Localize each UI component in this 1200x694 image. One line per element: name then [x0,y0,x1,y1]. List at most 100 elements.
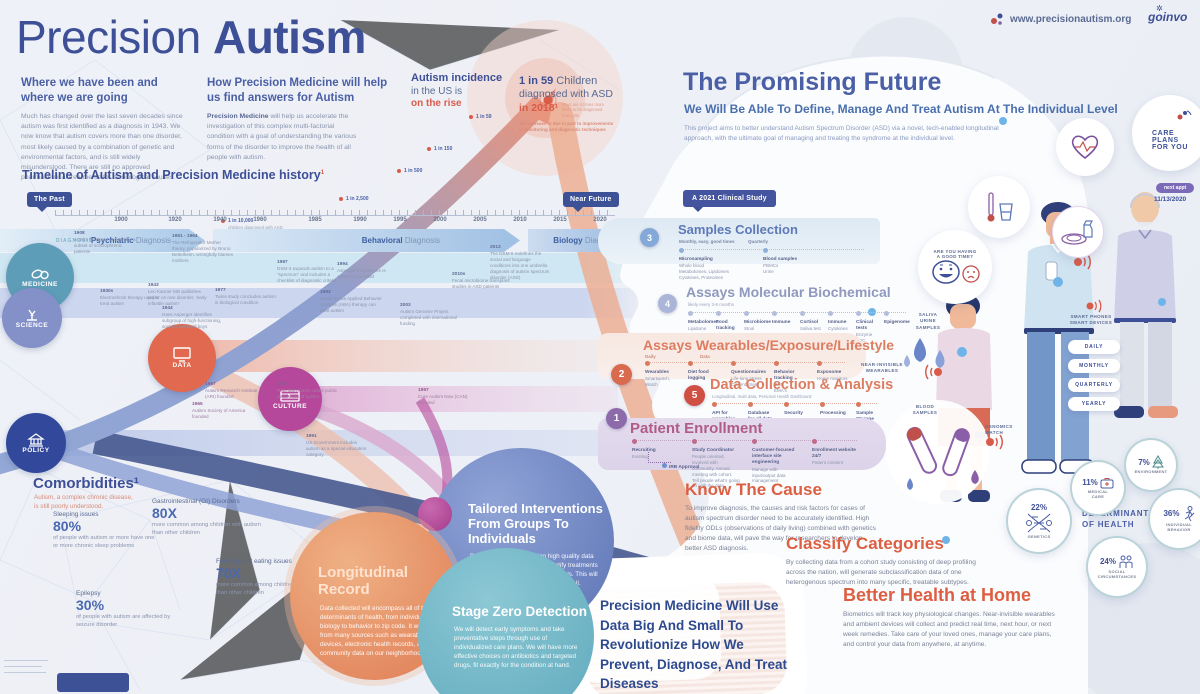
sources-box[interactable] [57,673,129,692]
axis-year: 1985 [308,217,322,223]
intro-left-body: Much has changed over the last seven dec… [21,113,183,182]
frequency-pill[interactable]: MONTHLY [1068,359,1120,373]
samples-title: Samples Collection [678,222,798,237]
stagezero-bubble: Stage Zero Detection We will detect earl… [418,548,594,694]
axis-year: 1900 [114,217,128,223]
axis-year: 2005 [473,217,487,223]
care-plans-label: CARE PLANS FOR YOU [1152,129,1188,151]
heart-monitor-circle [1056,118,1114,176]
axis-year: 2020 [593,217,607,223]
nutrition-circle [1052,206,1104,258]
axis-year: 1995 [393,217,407,223]
logo-dots-icon [991,13,1003,25]
step-5-number: 5 [684,385,705,406]
molecular-title: Assays Molecular Biochemical [686,284,891,300]
care-plans-circle: CARE PLANS FOR YOU [1132,95,1200,171]
stat-sleeping: Sleeping issues 80% of people with autis… [53,511,155,550]
step-4-number: 4 [658,294,677,313]
det-behavior: 36% INDIVIDUAL BEHAVIOR [1148,488,1200,550]
axis-year: 2000 [433,217,447,223]
study-item: Processing [820,401,847,423]
det-genetics: 22% GENETICS [1006,488,1072,554]
study-item: Diet food logging [688,360,721,394]
incidence-marker: 1 in 150 [427,146,494,153]
microscope-icon [27,309,37,321]
samples-sub2: Quarterly [748,239,769,244]
study-item: Epigenome [884,310,910,344]
frequency-pill[interactable]: DAILY [1068,340,1120,354]
watch-label: GENOMICS WATCH [985,424,1013,436]
study-item: Immune [772,310,795,344]
site-link[interactable]: www.precisionautism.org [990,12,1131,26]
wearables-label: NEAR-INVISIBLE WEARABLES [861,362,903,374]
title-bold: Autism [212,11,366,63]
salmon-ribbon [547,102,713,573]
stat-feeding: Feeding and eating issues 70X more commo… [216,558,325,597]
det-medical-care: 11% MEDICAL CARE [1070,460,1126,516]
datacoll-title: Data Collection & Analysis [710,377,894,393]
axis-year: 1990 [353,217,367,223]
goinvo-logo[interactable]: ✲ goinvo [1148,4,1188,24]
incidence-marker: 1 in 500 [397,168,464,175]
molecular-sub: likely every 3-6 months [688,302,735,307]
study-item: Customer-focused interface site engineer… [752,438,800,489]
saliva-label: SALIVA URINE SAMPLES [915,312,941,330]
incidence-marker: 1 in 59 [469,114,536,121]
goinvo-burst-icon: ✲ [1156,4,1163,13]
phase-behavioral: Behavioral Diagnosis [213,229,520,252]
medical-bag-icon [1100,477,1114,489]
category-science: SCIENCE [2,288,62,348]
step-2-number: 2 [611,364,632,385]
future-title: The Promising Future [683,68,942,96]
tree-icon [1151,455,1164,470]
page-title: Precision Autism [16,10,366,64]
connector-circle [418,497,452,531]
runner-icon [1184,505,1194,522]
mood-faces-icon [932,260,980,284]
incidence-label: Autism incidence in the US is on the ris… [411,72,503,110]
frequency-pill[interactable]: YEARLY [1068,397,1120,411]
intro-left-heading: Where we have been and where we are goin… [21,77,158,104]
future-subtitle: We Will Be Able To Define, Manage And Tr… [684,102,1118,116]
statement-text: Precision Medicine Will Use Data Big And… [600,598,788,692]
medicine-band [0,253,648,283]
title-light: Precision [16,11,213,63]
near-future-badge: Near Future [563,192,619,212]
good-time-label: ARE YOU HAVING A GOOD TIME? [933,249,977,259]
axis-year: 2015 [553,217,567,223]
frequency-pill[interactable]: QUARTERLY [1068,378,1120,392]
clinical-study-badge[interactable]: A 2021 Clinical Study [683,190,776,212]
axis-year: 2010 [513,217,527,223]
incidence-stat: 1 in 59 Children diagnosed with ASD in 2… [519,75,614,133]
incidence-marker: 1 in 2,500 [339,196,406,203]
insight-classify-categories: Classify Categories By collecting data f… [786,534,976,586]
pills-icon [31,268,49,279]
category-policy: POLICY [6,413,66,473]
site-url: www.precisionautism.org [1010,13,1132,25]
stat-epilepsy: Epilepsy 30% of people with autism are a… [76,590,171,629]
stat-gi: Gastrointestinal (GI) Disorders 80X more… [152,498,261,537]
food-plate-icon [1061,220,1093,245]
comorbidities-subtitle: Autism, a complex chronic disease, is st… [34,494,133,510]
comorbidities-title: Comorbidities¹ [33,475,139,492]
